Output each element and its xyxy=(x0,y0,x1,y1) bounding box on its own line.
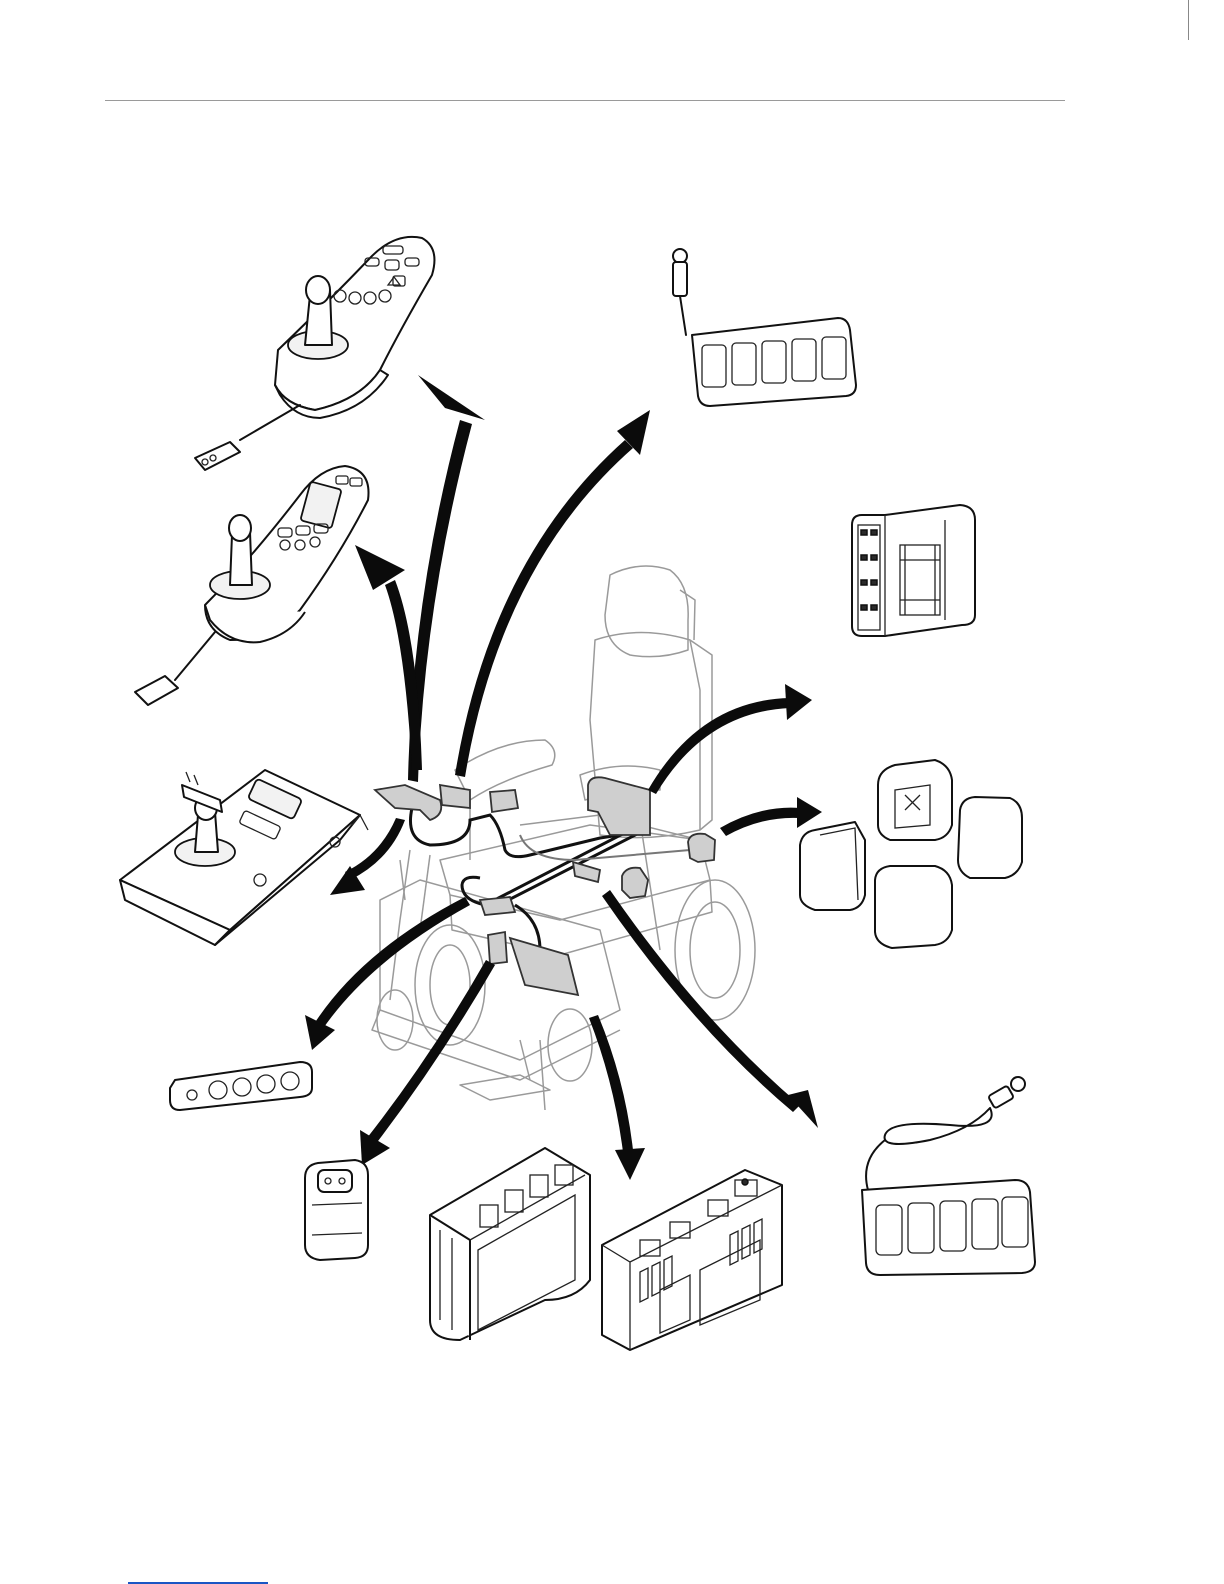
joystick-remote-compact xyxy=(195,237,434,470)
actuator-module xyxy=(602,1170,782,1350)
joystick-remote-advanced xyxy=(120,770,368,945)
push-button-modules xyxy=(800,760,1022,948)
switch-box-module xyxy=(852,505,975,636)
attendant-switch-box-wired xyxy=(673,249,856,406)
callout-arrows xyxy=(305,375,822,1180)
power-module xyxy=(430,1148,590,1340)
connector-strip xyxy=(170,1062,312,1110)
attendant-switch-box-long-cable xyxy=(862,1077,1035,1275)
small-connector-module xyxy=(305,1160,368,1260)
joystick-remote-display xyxy=(135,466,369,705)
